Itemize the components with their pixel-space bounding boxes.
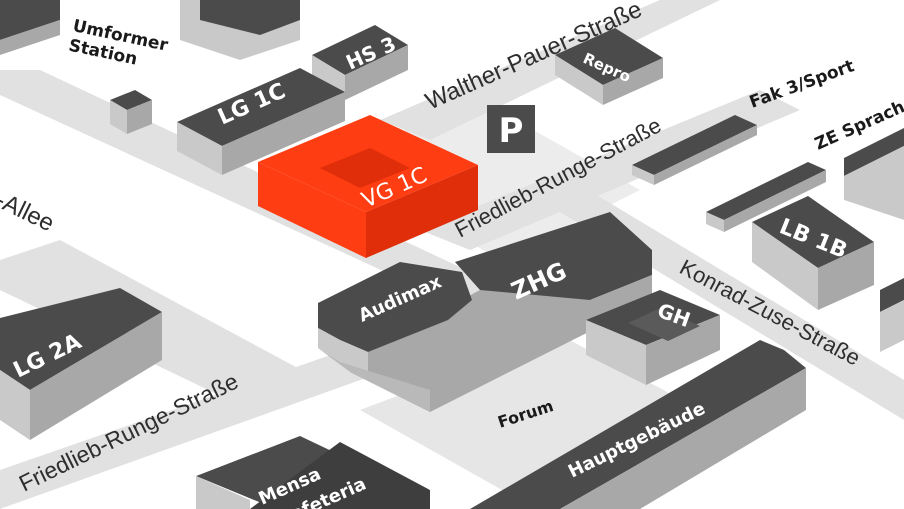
label-umformer-station: Umformer Station: [67, 16, 176, 76]
building-right-edge: [880, 278, 904, 352]
road-walther-pauer: [380, 0, 720, 140]
parking-icon: [487, 105, 535, 153]
building-lg2a: [0, 288, 162, 440]
building-lb1b: [752, 196, 874, 310]
street-allee: -Allee: [0, 186, 58, 237]
building-umformer-station: [110, 90, 152, 134]
building-ze-sprach: [844, 128, 904, 220]
parking-sign: P: [487, 105, 535, 153]
label-fak3-sport: Fak 3/Sport: [747, 56, 857, 112]
building-gh: [586, 290, 720, 385]
building-mensa: [196, 436, 430, 509]
building-vg1c[interactable]: [258, 115, 478, 258]
building-zhg[interactable]: [350, 212, 652, 412]
building-top-left-cluster: [0, 0, 300, 60]
building-audimax[interactable]: [318, 262, 472, 412]
building-lg1c: [177, 68, 345, 175]
building-repro: [555, 28, 663, 105]
building-small-strip: [706, 162, 826, 232]
building-fak3-sport: [632, 115, 757, 185]
svg-text:P: P: [499, 111, 524, 151]
building-hauptgebaeude: [470, 340, 806, 509]
